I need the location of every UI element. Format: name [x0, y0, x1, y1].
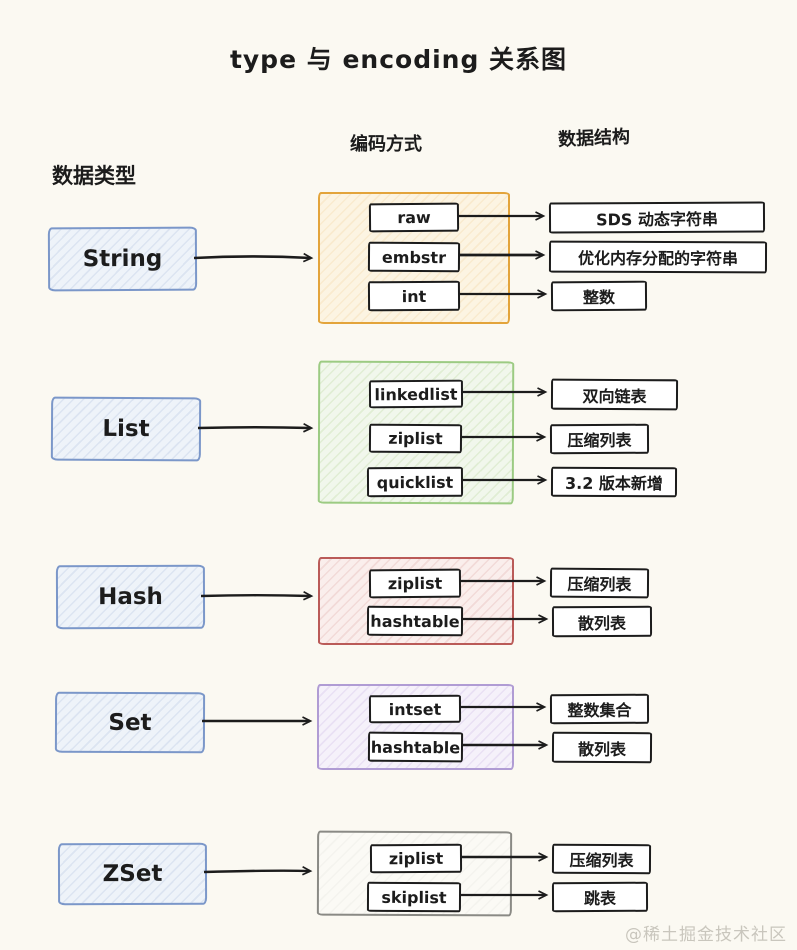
encoding-label-skiplist: skiplist [381, 887, 447, 907]
structure-label-hashtable-hash: 散列表 [577, 613, 627, 633]
structure-box-skiplist: 跳表 [551, 881, 649, 913]
encoding-label-hashtable-hash: hashtable [370, 611, 460, 631]
column-header-data-type: 数据类型 [52, 164, 136, 188]
encoding-box-int: int [367, 280, 461, 312]
type-box-string: String [47, 226, 198, 292]
structure-box-intset: 整数集合 [549, 693, 650, 725]
encoding-box-quicklist: quicklist [366, 466, 464, 498]
type-label-set: Set [108, 709, 152, 736]
structure-box-ziplist-list: 压缩列表 [549, 423, 650, 455]
encoding-label-int: int [401, 286, 427, 306]
arrow-list-to-group [197, 423, 314, 433]
structure-label-intset: 整数集合 [567, 700, 632, 721]
type-box-hash: Hash [55, 564, 206, 630]
structure-label-sds: SDS 动态字符串 [596, 209, 719, 229]
encoding-label-ziplist-zset: ziplist [388, 848, 444, 869]
type-label-list: List [102, 415, 150, 443]
type-label-zset: ZSet [102, 860, 163, 888]
structure-box-ziplist-zset: 压缩列表 [551, 843, 652, 875]
structure-label-doubly-linked-list: 双向链表 [582, 386, 647, 406]
structure-label-quicklist-new: 3.2 版本新增 [564, 473, 663, 494]
structure-label-ziplist-zset: 压缩列表 [569, 850, 634, 871]
diagram-title: type 与 encoding 关系图 [229, 45, 568, 74]
structure-label-skiplist: 跳表 [583, 888, 617, 909]
arrow-string-to-group [193, 252, 314, 263]
encoding-box-ziplist-zset: ziplist [369, 843, 463, 874]
encoding-box-embstr: embstr [367, 241, 461, 273]
type-box-zset: ZSet [57, 842, 208, 906]
structure-box-ziplist-hash: 压缩列表 [549, 567, 650, 599]
encoding-box-ziplist-hash: ziplist [368, 568, 462, 599]
structure-label-ziplist-list: 压缩列表 [567, 430, 632, 451]
structure-box-optimized-string: 优化内存分配的字符串 [548, 240, 768, 274]
encoding-box-raw: raw [368, 202, 460, 233]
encoding-label-hashtable-set: hashtable [370, 737, 461, 757]
encoding-label-quicklist: quicklist [376, 472, 454, 492]
encoding-label-ziplist-list: ziplist [388, 428, 443, 449]
arrow-zset-to-group [203, 866, 313, 876]
column-header-data-structure: 数据结构 [557, 126, 631, 151]
structure-label-optimized-string: 优化内存分配的字符串 [577, 248, 739, 269]
encoding-label-raw: raw [397, 207, 431, 228]
type-label-hash: Hash [98, 583, 163, 611]
encoding-box-intset: intset [368, 694, 462, 724]
encoding-box-ziplist-list: ziplist [368, 423, 463, 454]
encoding-box-skiplist: skiplist [366, 881, 462, 913]
encoding-box-hashtable-hash: hashtable [366, 605, 464, 637]
type-box-list: List [50, 396, 202, 462]
encoding-label-ziplist-hash: ziplist [387, 573, 443, 594]
structure-label-integer: 整数 [582, 287, 616, 308]
arrow-hash-to-group [200, 591, 314, 601]
structure-label-ziplist-hash: 压缩列表 [567, 574, 632, 595]
structure-box-sds: SDS 动态字符串 [548, 201, 766, 234]
structure-box-hashtable-set: 散列表 [551, 731, 653, 764]
watermark: @稀土掘金技术社区 [625, 925, 787, 945]
encoding-box-hashtable-set: hashtable [367, 731, 464, 763]
encoding-label-embstr: embstr [381, 247, 447, 267]
encoding-label-linkedlist: linkedlist [374, 384, 458, 404]
column-header-encoding: 编码方式 [350, 134, 422, 155]
structure-box-hashtable-hash: 散列表 [551, 605, 653, 638]
structure-box-integer: 整数 [550, 280, 648, 312]
structure-box-doubly-linked-list: 双向链表 [550, 378, 679, 411]
structure-box-quicklist-new: 3.2 版本新增 [550, 466, 678, 498]
type-label-string: String [82, 245, 163, 273]
encoding-label-intset: intset [388, 699, 442, 719]
encoding-box-linkedlist: linkedlist [368, 379, 464, 409]
structure-label-hashtable-set: 散列表 [577, 739, 627, 759]
type-box-set: Set [54, 691, 206, 754]
